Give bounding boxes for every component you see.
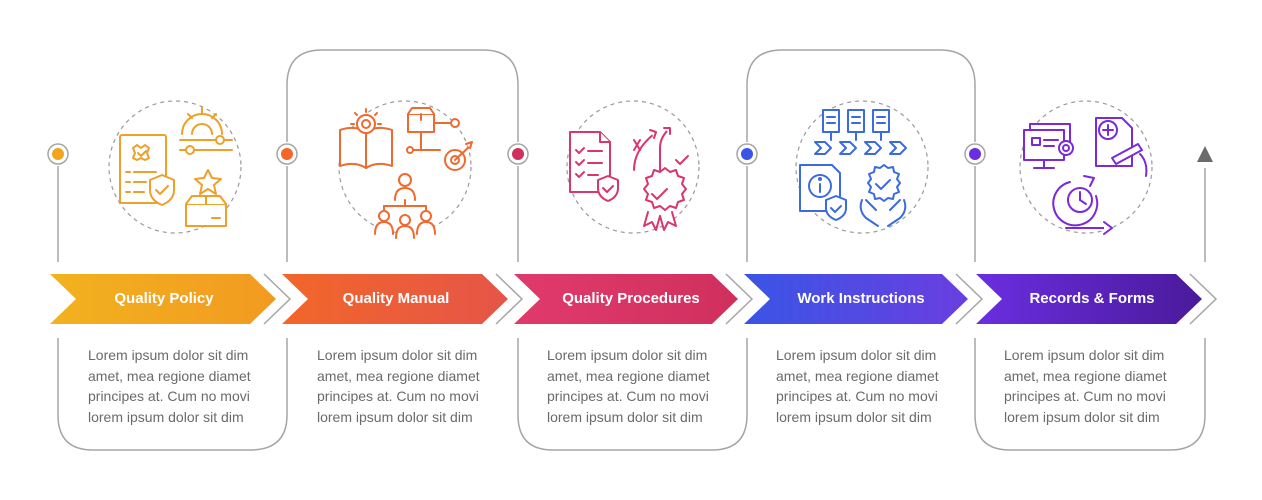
step-1-title: Quality Policy	[114, 290, 214, 307]
step-3-description: Lorem ipsum dolor sit dim amet, mea regi…	[547, 347, 710, 425]
step-2-banner	[282, 274, 508, 324]
step-1-banner	[50, 274, 276, 324]
step-5-banner	[976, 274, 1202, 324]
step-2-description: Lorem ipsum dolor sit dim amet, mea regi…	[317, 347, 480, 425]
quality-procedures-icon	[569, 127, 689, 231]
step-4-description: Lorem ipsum dolor sit dim amet, mea regi…	[776, 347, 939, 425]
connector-lines	[57, 49, 1206, 451]
step-1-description: Lorem ipsum dolor sit dim amet, mea regi…	[88, 347, 251, 425]
step-5-description: Lorem ipsum dolor sit dim amet, mea regi…	[1004, 347, 1167, 425]
work-instructions-icon	[799, 109, 907, 227]
step-2-title: Quality Manual	[342, 290, 450, 307]
step-5-title: Records & Forms	[1029, 290, 1155, 307]
step-4-banner	[744, 274, 968, 324]
quality-manual-icon	[339, 107, 473, 239]
records-forms-icon	[1023, 117, 1148, 235]
step-3-title: Quality Procedures	[562, 290, 700, 307]
quality-policy-icon	[119, 107, 233, 227]
chevron-banners	[50, 273, 1218, 325]
step-4-title: Work Instructions	[797, 290, 925, 307]
end-arrow-icon	[1197, 146, 1213, 162]
step-3-banner	[514, 274, 738, 324]
connector-dots	[47, 143, 986, 165]
dashed-circles	[108, 100, 1153, 234]
